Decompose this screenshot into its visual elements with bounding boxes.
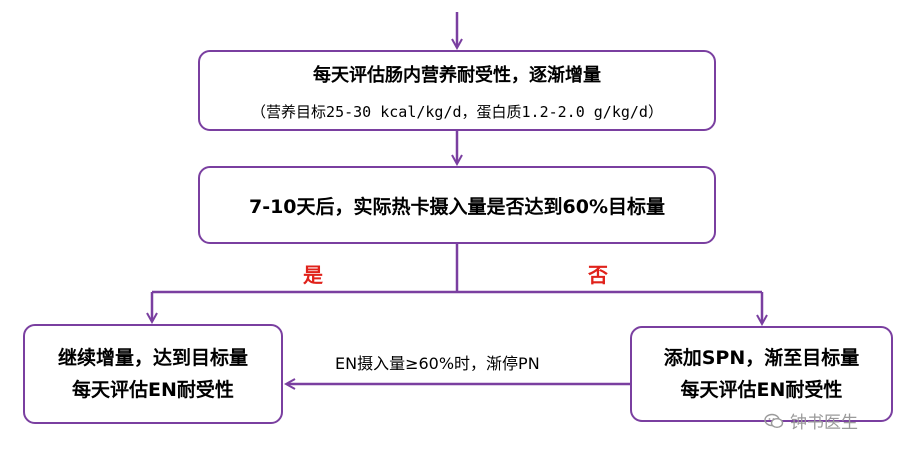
branch-label-no: 否 bbox=[588, 263, 608, 287]
intake-check-question: 7-10天后，实际热卡摄入量是否达到60%目标量 bbox=[248, 195, 666, 218]
transition-condition-label: EN摄入量≥60%时，渐停PN bbox=[335, 354, 540, 373]
continue-en-node: 继续增量，达到目标量 每天评估EN耐受性 bbox=[23, 324, 283, 424]
intake-check-node: 7-10天后，实际热卡摄入量是否达到60%目标量 bbox=[198, 166, 716, 244]
daily-assessment-title: 每天评估肠内营养耐受性，逐渐增量 bbox=[313, 65, 601, 86]
add-spn-action: 添加SPN，渐至目标量 bbox=[663, 346, 860, 369]
wechat-icon bbox=[764, 413, 784, 428]
daily-assessment-node: 每天评估肠内营养耐受性，逐渐增量 （营养目标25-30 kcal/kg/d，蛋白… bbox=[198, 50, 716, 131]
continue-en-assessment: 每天评估EN耐受性 bbox=[72, 379, 234, 401]
branch-label-yes: 是 bbox=[303, 263, 323, 287]
add-spn-node: 添加SPN，渐至目标量 每天评估EN耐受性 bbox=[630, 326, 893, 422]
watermark: 钟书医生 bbox=[764, 408, 858, 433]
nutrition-target-note: （营养目标25-30 kcal/kg/d，蛋白质1.2-2.0 g/kg/d） bbox=[251, 103, 663, 121]
continue-en-action: 继续增量，达到目标量 bbox=[57, 346, 248, 369]
add-spn-assessment: 每天评估EN耐受性 bbox=[680, 379, 843, 401]
watermark-text: 钟书医生 bbox=[790, 413, 858, 433]
